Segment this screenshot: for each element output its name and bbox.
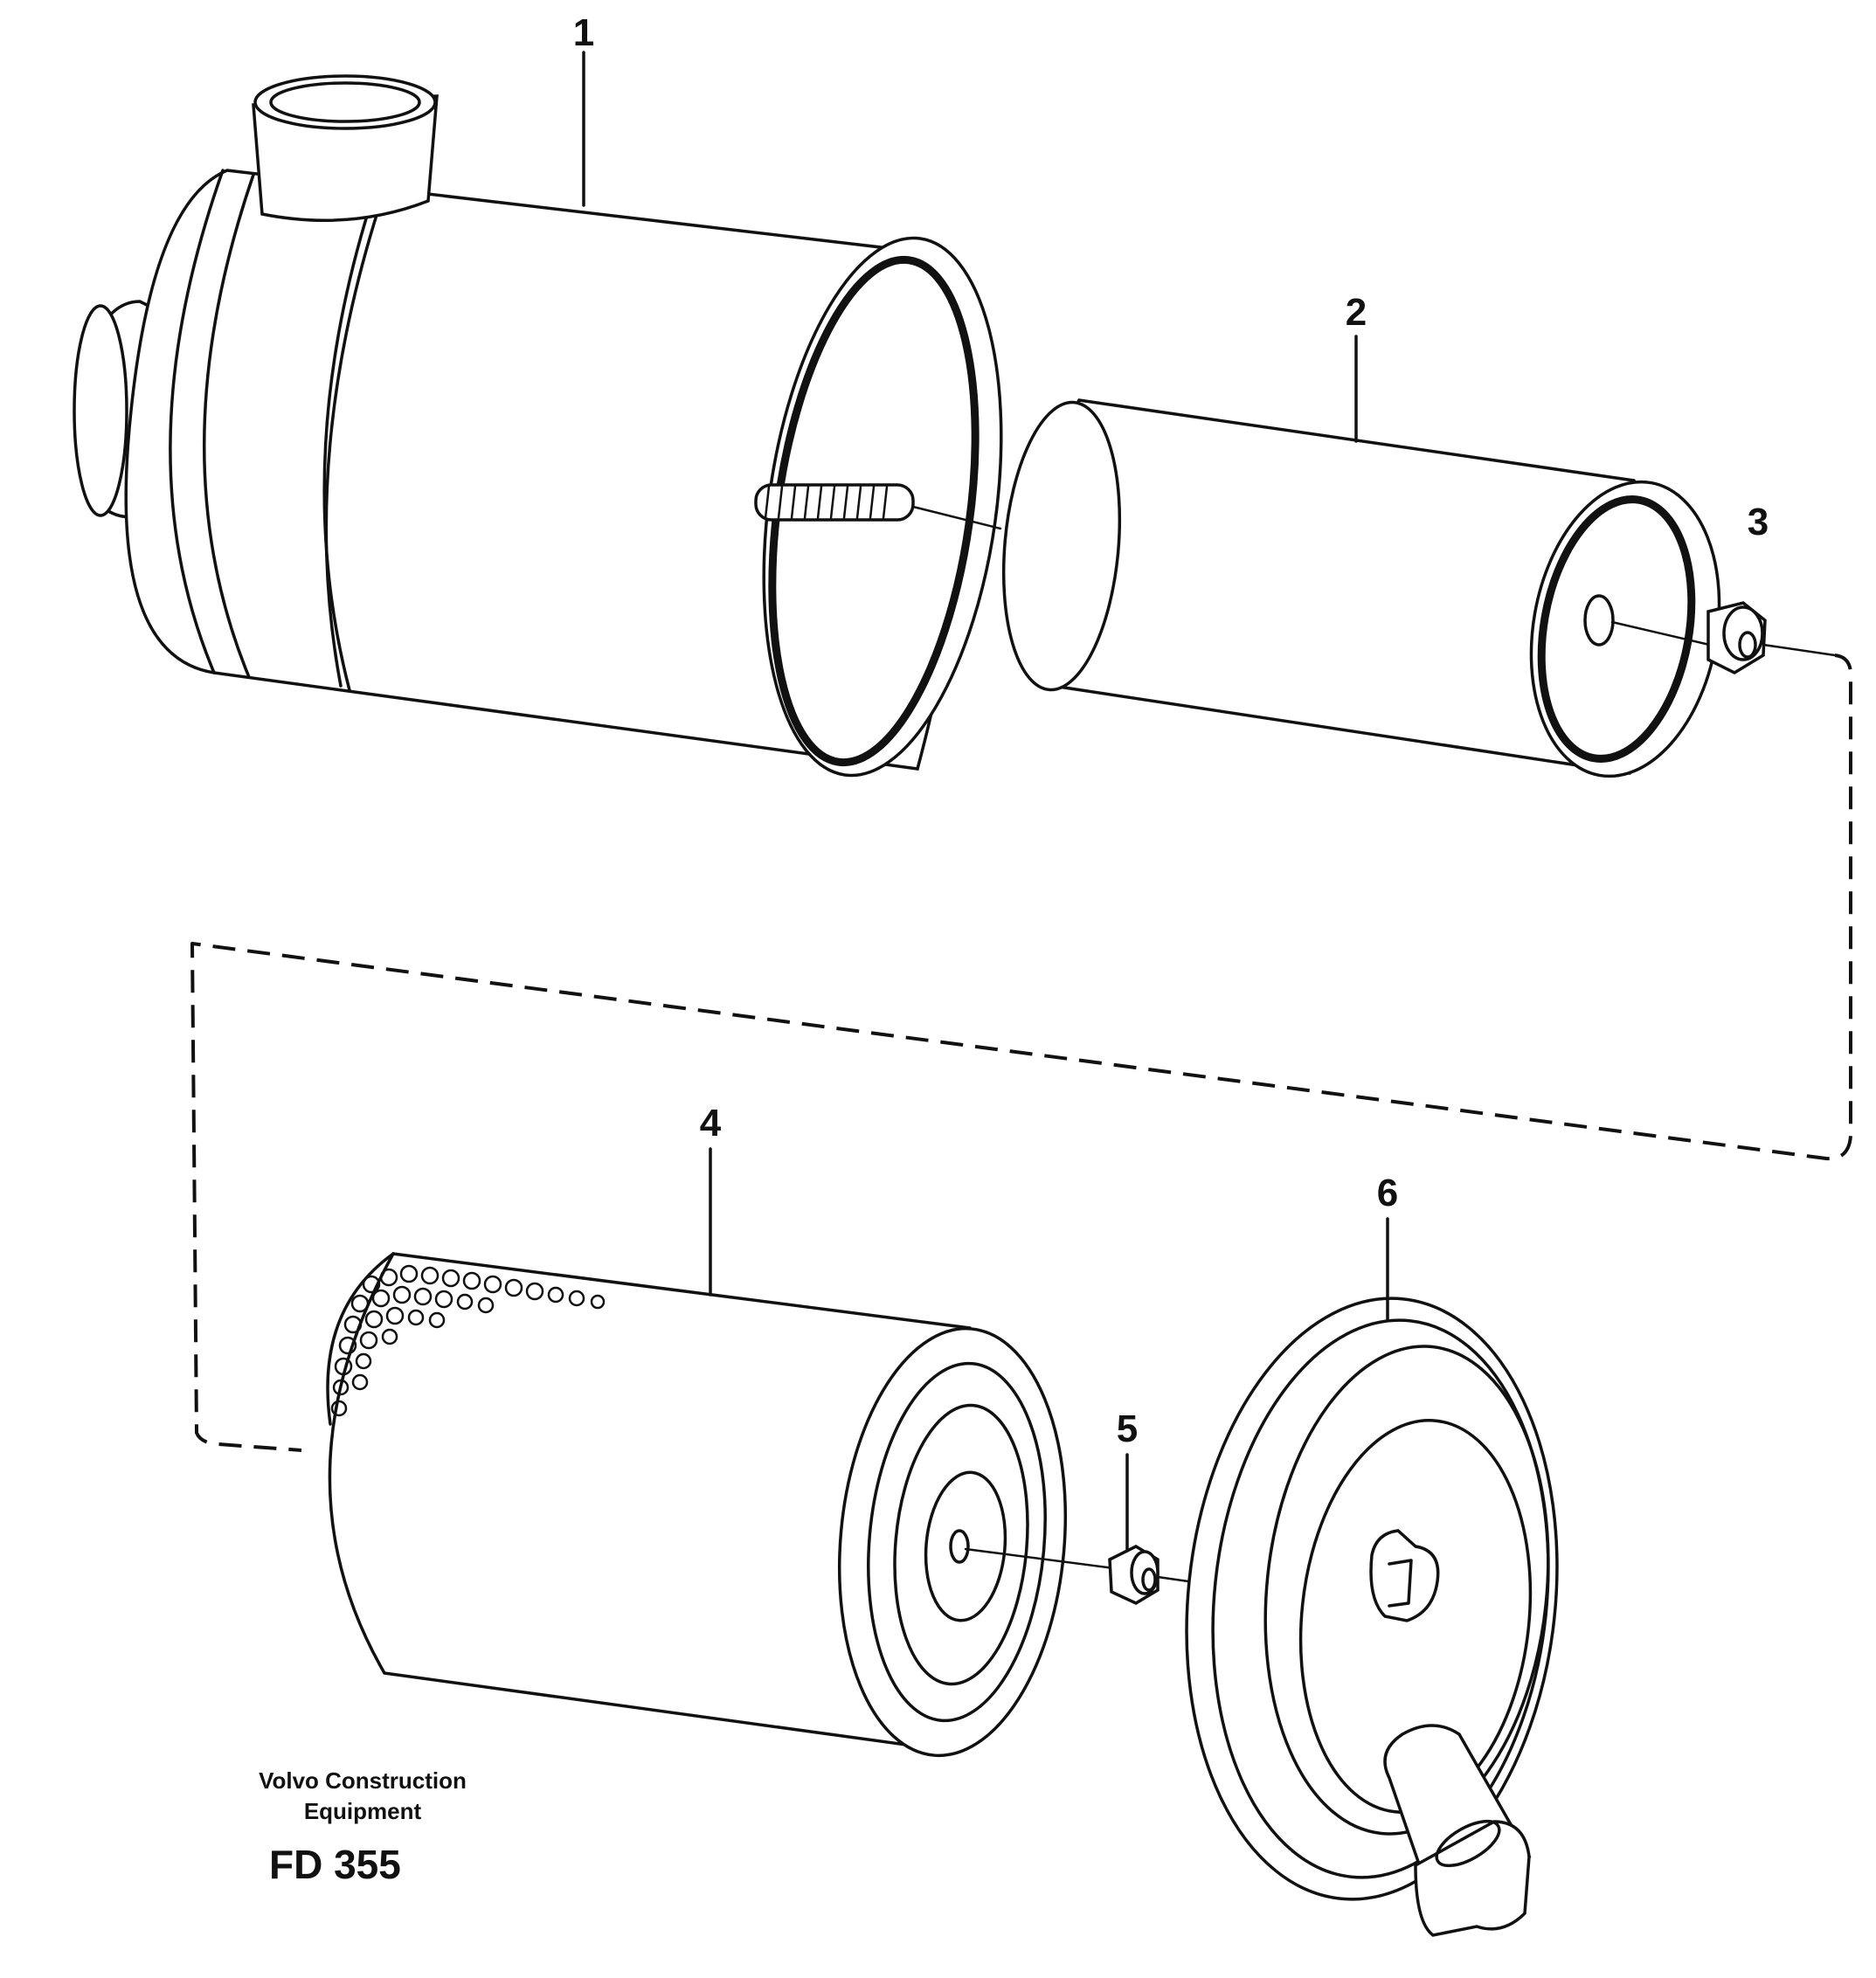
- assembly-connector-dashed: [190, 654, 1852, 1452]
- callout-3: 3: [1748, 501, 1769, 543]
- callout-label-3: 3: [1748, 501, 1769, 543]
- figure-code: FD 355: [269, 1842, 401, 1887]
- callout-1: 1: [573, 11, 594, 207]
- callout-5: 5: [1117, 1407, 1138, 1553]
- callout-6: 6: [1377, 1172, 1398, 1321]
- callout-2: 2: [1346, 291, 1367, 443]
- callout-label-4: 4: [700, 1102, 722, 1145]
- callout-label-2: 2: [1346, 291, 1367, 334]
- publisher-name-line1: Volvo Construction: [259, 1767, 467, 1794]
- callout-label-5: 5: [1117, 1407, 1138, 1450]
- part-2-safety-filter: [1001, 398, 1721, 778]
- publisher-name-line2: Equipment: [304, 1798, 422, 1824]
- callout-label-6: 6: [1377, 1172, 1398, 1214]
- part-6-cover: [1185, 1297, 1559, 1937]
- part-5-nut: [1108, 1545, 1221, 1605]
- part-4-main-filter: [326, 1252, 1116, 1758]
- publisher-block: Volvo Construction Equipment FD 355: [259, 1767, 467, 1887]
- callout-label-1: 1: [573, 11, 594, 54]
- part-1-air-cleaner-housing: [73, 74, 1003, 778]
- part-3-nut: [1706, 601, 1837, 674]
- callout-4: 4: [700, 1102, 722, 1297]
